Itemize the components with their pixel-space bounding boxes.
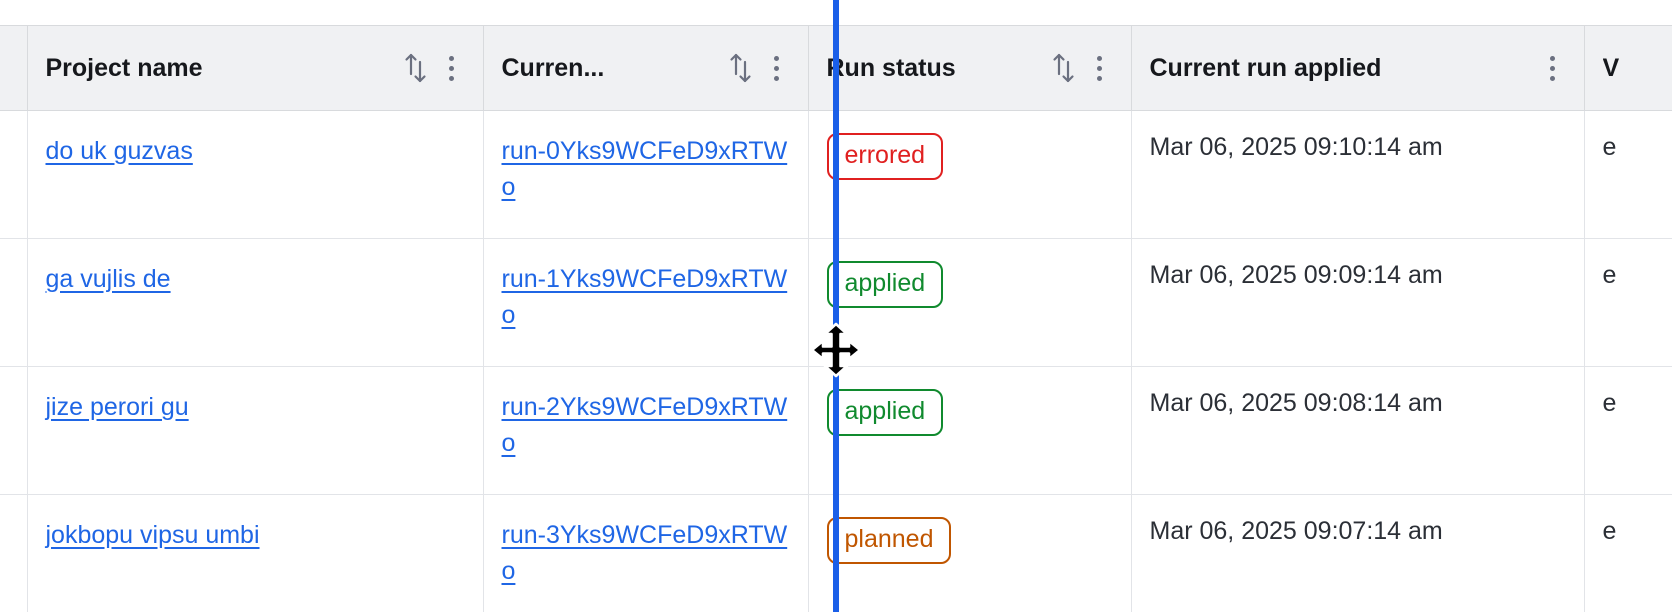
row-gutter-cell: [0, 238, 28, 367]
table-header-row: Project name: [0, 25, 1672, 111]
table-header: Project name: [0, 25, 1672, 111]
kebab-menu-icon[interactable]: [1540, 53, 1566, 83]
current-run-link[interactable]: run-3Yks9WCFeD9xRTWo: [501, 521, 788, 586]
sort-arrows-icon[interactable]: [403, 51, 429, 85]
cell-clipped: e: [1584, 238, 1672, 367]
project-name-link[interactable]: do uk guzvas: [45, 137, 193, 165]
clipped-cell-text: e: [1602, 389, 1617, 417]
cell-project-name: do uk guzvas: [27, 110, 484, 239]
sort-arrows-icon[interactable]: [1051, 51, 1077, 85]
table-row: do uk guzvas run-0Yks9WCFeD9xRTWo errore…: [0, 110, 1672, 239]
current-run-link[interactable]: run-1Yks9WCFeD9xRTWo: [501, 265, 788, 330]
column-header-run-status[interactable]: Run status: [808, 25, 1132, 111]
status-badge: applied: [826, 389, 944, 436]
cell-current-run-applied: Mar 06, 2025 09:08:14 am: [1131, 366, 1585, 495]
row-gutter-cell: [0, 110, 28, 239]
cell-project-name: ga vujlis de: [27, 238, 484, 367]
clipped-cell-text: e: [1602, 261, 1617, 289]
column-header-label-run-status: Run status: [826, 53, 956, 82]
kebab-menu-icon[interactable]: [1087, 53, 1113, 83]
column-header-clipped[interactable]: V: [1584, 25, 1672, 111]
column-header-label-project-name: Project name: [45, 53, 203, 82]
clipped-cell-text: e: [1602, 133, 1617, 161]
kebab-menu-icon[interactable]: [439, 53, 465, 83]
cell-run-status: applied: [808, 366, 1132, 495]
timestamp-text: Mar 06, 2025 09:08:14 am: [1149, 389, 1443, 417]
cell-clipped: e: [1584, 494, 1672, 612]
row-gutter-cell: [0, 494, 28, 612]
cell-project-name: jokbopu vipsu umbi: [27, 494, 484, 612]
timestamp-text: Mar 06, 2025 09:10:14 am: [1149, 133, 1443, 161]
column-header-current-run-applied[interactable]: Current run applied: [1131, 25, 1585, 111]
cell-current-run: run-0Yks9WCFeD9xRTWo: [483, 110, 809, 239]
cell-run-status: errored: [808, 110, 1132, 239]
table-body: do uk guzvas run-0Yks9WCFeD9xRTWo errore…: [0, 110, 1672, 612]
row-gutter-header: [0, 25, 28, 111]
cell-current-run: run-2Yks9WCFeD9xRTWo: [483, 366, 809, 495]
status-badge: applied: [826, 261, 944, 308]
cell-clipped: e: [1584, 366, 1672, 495]
cell-current-run-applied: Mar 06, 2025 09:07:14 am: [1131, 494, 1585, 612]
cell-run-status: planned: [808, 494, 1132, 612]
cell-current-run-applied: Mar 06, 2025 09:10:14 am: [1131, 110, 1585, 239]
timestamp-text: Mar 06, 2025 09:07:14 am: [1149, 517, 1443, 545]
projects-table: Project name: [0, 25, 1672, 612]
current-run-link[interactable]: run-0Yks9WCFeD9xRTWo: [501, 137, 788, 202]
column-header-label-current-run-applied: Current run applied: [1149, 53, 1382, 82]
project-name-link[interactable]: jize perori gu: [45, 393, 189, 421]
cell-clipped: e: [1584, 110, 1672, 239]
current-run-link[interactable]: run-2Yks9WCFeD9xRTWo: [501, 393, 788, 458]
project-name-link[interactable]: ga vujlis de: [45, 265, 171, 293]
cell-run-status: applied: [808, 238, 1132, 367]
table-row: jize perori gu run-2Yks9WCFeD9xRTWo appl…: [0, 366, 1672, 495]
column-header-label-current-run: Curren...: [501, 53, 605, 82]
timestamp-text: Mar 06, 2025 09:09:14 am: [1149, 261, 1443, 289]
status-badge: planned: [826, 517, 952, 564]
table-row: ga vujlis de run-1Yks9WCFeD9xRTWo applie…: [0, 238, 1672, 367]
column-header-project-name[interactable]: Project name: [27, 25, 484, 111]
clipped-cell-text: e: [1602, 517, 1617, 545]
cell-project-name: jize perori gu: [27, 366, 484, 495]
column-header-current-run[interactable]: Curren...: [483, 25, 809, 111]
kebab-menu-icon[interactable]: [764, 53, 790, 83]
table-row: jokbopu vipsu umbi run-3Yks9WCFeD9xRTWo …: [0, 494, 1672, 612]
cell-current-run: run-3Yks9WCFeD9xRTWo: [483, 494, 809, 612]
column-header-label-clipped: V: [1602, 53, 1620, 82]
status-badge: errored: [826, 133, 944, 180]
row-gutter-cell: [0, 366, 28, 495]
cell-current-run-applied: Mar 06, 2025 09:09:14 am: [1131, 238, 1585, 367]
project-name-link[interactable]: jokbopu vipsu umbi: [45, 521, 260, 549]
sort-arrows-icon[interactable]: [728, 51, 754, 85]
cell-current-run: run-1Yks9WCFeD9xRTWo: [483, 238, 809, 367]
